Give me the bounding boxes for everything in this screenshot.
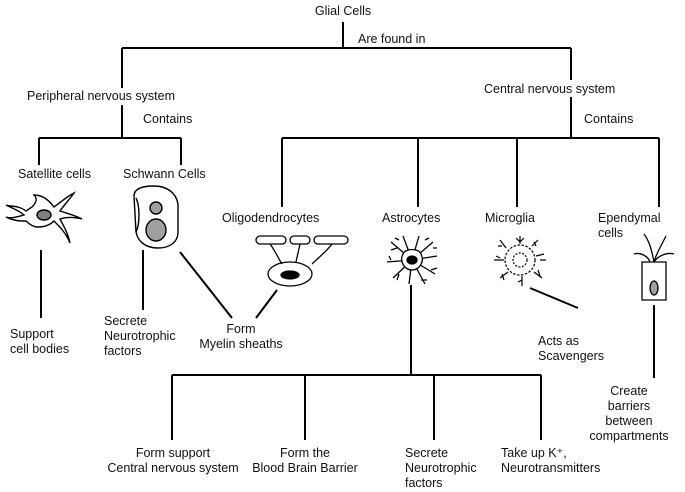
astrocyte-function-2: Form the Blood Brain Barrier bbox=[252, 446, 358, 475]
myelin-function: Form Myelin sheaths bbox=[199, 322, 283, 351]
astrocyte-illustration bbox=[386, 235, 438, 285]
oligo-myelin-line bbox=[255, 289, 278, 319]
pns-label: Peripheral nervous system bbox=[27, 89, 175, 103]
astrocyte-function-4: Take up K⁺, Neurotransmitters bbox=[501, 446, 601, 475]
ependymal-cell-illustration bbox=[633, 233, 675, 301]
microglia-function-line bbox=[529, 287, 579, 309]
astrocyte-function-1: Form support Central nervous system bbox=[107, 446, 239, 475]
satellite-function: Support cell bodies bbox=[10, 327, 70, 356]
oligodendrocytes-label: Oligodendrocytes bbox=[222, 211, 320, 225]
oligodendrocyte-illustration bbox=[255, 235, 349, 287]
ependymal-function: Create barriers between compartments bbox=[589, 384, 669, 443]
satellite-label: Satellite cells bbox=[18, 167, 91, 181]
microglia-label: Microglia bbox=[485, 211, 536, 225]
microglia-function: Acts as Scavengers bbox=[538, 334, 605, 363]
cns-label: Central nervous system bbox=[484, 82, 616, 96]
schwann-label: Schwann Cells bbox=[123, 167, 206, 181]
ependymal-label: Ependymal cells bbox=[598, 211, 661, 240]
root-relation: Are found in bbox=[358, 32, 426, 46]
astrocyte-function-3: Secrete Neurotrophic factors bbox=[405, 446, 477, 490]
root-title: Glial Cells bbox=[314, 4, 372, 18]
cns-relation: Contains bbox=[584, 112, 634, 126]
microglia-illustration bbox=[494, 236, 546, 286]
pns-relation: Contains bbox=[143, 112, 193, 126]
schwann-cell-illustration bbox=[133, 185, 179, 249]
satellite-cell-illustration bbox=[5, 191, 83, 244]
astrocytes-label: Astrocytes bbox=[382, 211, 441, 225]
schwann-myelin-line bbox=[179, 251, 233, 319]
schwann-function: Secrete Neurotrophic factors bbox=[104, 314, 176, 358]
